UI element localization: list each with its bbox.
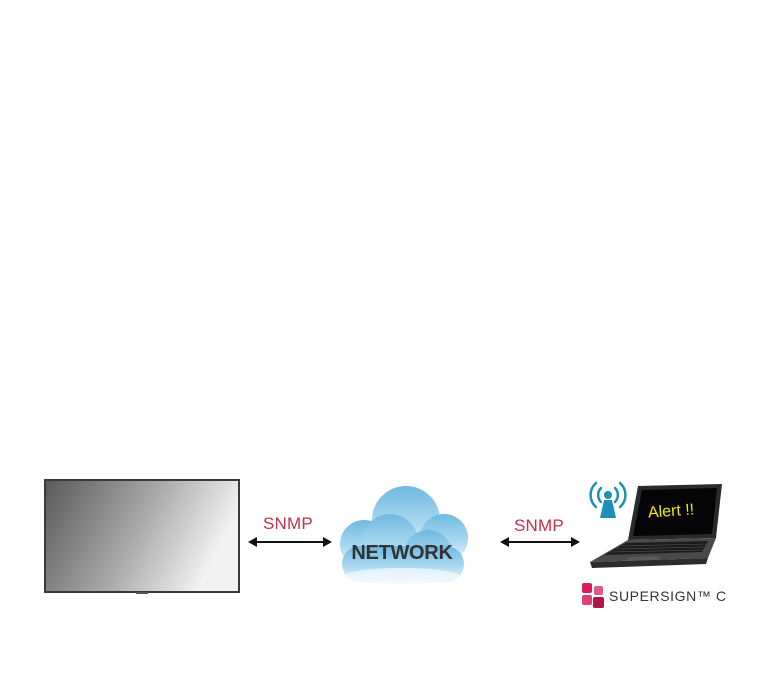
alert-text: Alert !!	[647, 501, 695, 522]
network-label: NETWORK	[351, 542, 453, 564]
supersign-logo-icon	[581, 582, 607, 610]
snmp-label-left: SNMP	[263, 514, 313, 533]
supersign-logo-text: SUPERSIGN™ C	[609, 588, 727, 604]
laptop-icon	[582, 480, 724, 570]
bidirectional-arrow-left	[246, 532, 334, 552]
bidirectional-arrow-right	[498, 532, 582, 552]
cloud-icon	[332, 480, 472, 590]
display-icon	[44, 479, 240, 595]
signal-icon	[587, 480, 629, 520]
snmp-label-right: SNMP	[514, 516, 564, 535]
